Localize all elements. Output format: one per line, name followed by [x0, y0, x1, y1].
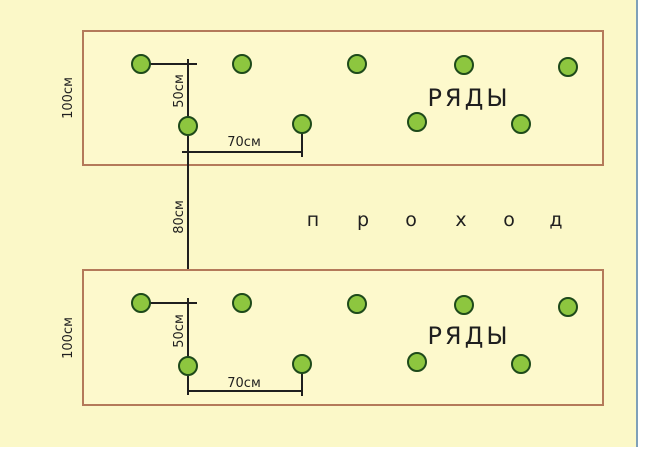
- bed-bottom-plants: [131, 293, 578, 376]
- bed-bottom-row-spacing-label: 50см: [172, 314, 187, 348]
- plant: [454, 55, 474, 75]
- plant: [131, 293, 151, 313]
- bed-top-rows-label: РЯДЫ: [427, 84, 510, 112]
- plant: [347, 54, 367, 74]
- passage-letter: д: [549, 209, 562, 231]
- bed-top-outline: [82, 30, 604, 166]
- passage-letter: р: [357, 209, 369, 231]
- plant: [347, 294, 367, 314]
- plant: [407, 352, 427, 372]
- bed-top: 100см РЯДЫ 50см 70см: [61, 30, 604, 302]
- passage-letter: о: [503, 209, 515, 231]
- bed-bottom-outline: [82, 269, 604, 406]
- passage-letter: о: [405, 209, 417, 231]
- plant: [558, 297, 578, 317]
- passage-letter: п: [307, 209, 319, 231]
- plant: [511, 354, 531, 374]
- passage: 80см п р о х о д: [172, 200, 563, 234]
- plant: [407, 112, 427, 132]
- bed-top-plants: [131, 54, 578, 136]
- plant: [178, 116, 198, 136]
- bed-top-plant-spacing-label: 70см: [227, 135, 261, 150]
- plant: [511, 114, 531, 134]
- bed-bottom-plant-spacing-label: 70см: [227, 376, 261, 391]
- bed-bottom-width-label: 100см: [61, 317, 76, 359]
- plant: [178, 356, 198, 376]
- plant: [232, 54, 252, 74]
- bed-bottom: 100см РЯДЫ 50см 70см: [61, 269, 604, 406]
- plant: [292, 114, 312, 134]
- plant: [292, 354, 312, 374]
- bed-bottom-rows-label: РЯДЫ: [427, 322, 510, 350]
- plant: [232, 293, 252, 313]
- passage-letter: х: [455, 209, 466, 231]
- plant: [131, 54, 151, 74]
- bed-top-row-spacing-label: 50см: [172, 74, 187, 108]
- plant: [558, 57, 578, 77]
- plant: [454, 295, 474, 315]
- bed-top-width-label: 100см: [61, 77, 76, 119]
- passage-width-label: 80см: [172, 200, 187, 234]
